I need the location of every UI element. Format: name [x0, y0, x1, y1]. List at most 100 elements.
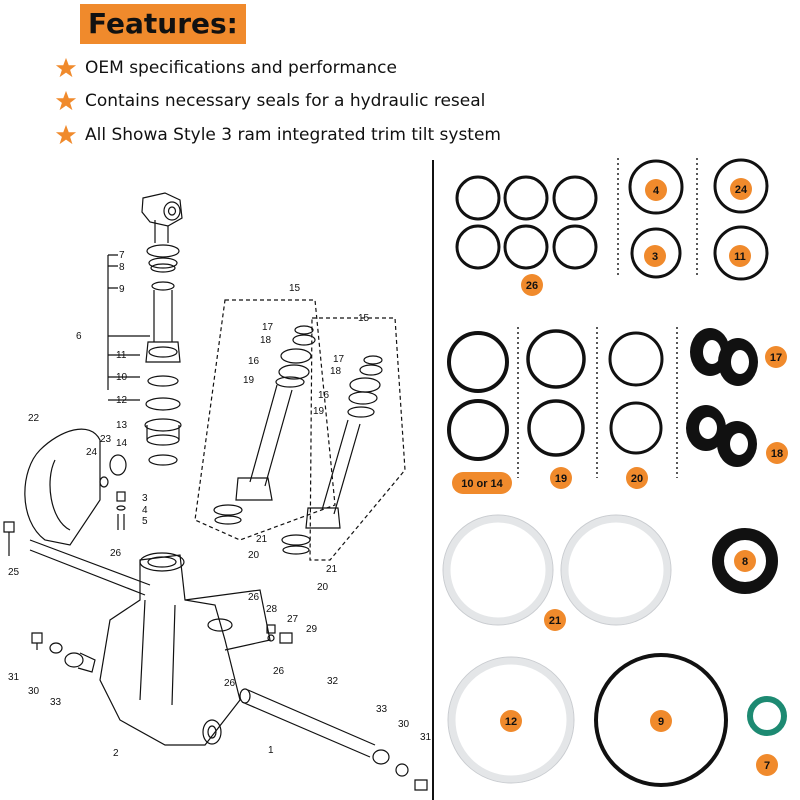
- label-27: 27: [287, 614, 299, 625]
- label-16-a: 16: [248, 356, 260, 367]
- svg-text:9: 9: [658, 716, 664, 728]
- features-title: Features:: [80, 4, 246, 44]
- label-26-c: 26: [273, 666, 285, 677]
- label-1: 1: [268, 745, 274, 756]
- svg-text:24: 24: [735, 184, 748, 196]
- label-10: 10: [116, 372, 128, 383]
- svg-text:19: 19: [555, 473, 567, 485]
- label-29: 29: [306, 624, 318, 635]
- label-17-a: 17: [262, 322, 274, 333]
- label-20-b: 20: [317, 582, 329, 593]
- seal-7: [747, 696, 787, 736]
- label-14: 14: [116, 438, 128, 449]
- o-ring-26: [552, 175, 598, 221]
- o-ring-9: [594, 653, 728, 787]
- o-ring-26: [455, 224, 501, 270]
- backup-ring-12: [448, 657, 574, 783]
- label-25: 25: [8, 567, 20, 578]
- label-6: 6: [76, 331, 82, 342]
- svg-text:7: 7: [764, 760, 770, 772]
- badge-18: 18: [766, 442, 788, 464]
- label-15-a: 15: [289, 283, 301, 294]
- o-ring-24: [713, 158, 769, 214]
- badge-19: 19: [550, 467, 572, 489]
- star-icon: [55, 57, 77, 78]
- star-icon: [55, 90, 77, 111]
- feature-item: All Showa Style 3 ram integrated trim ti…: [55, 122, 501, 148]
- badge-26: 26: [521, 274, 543, 296]
- backup-ring-21: [561, 515, 671, 625]
- label-2: 2: [113, 748, 119, 759]
- label-15-b: 15: [358, 313, 370, 324]
- svg-text:4: 4: [653, 185, 660, 197]
- badge-7: 7: [756, 754, 778, 776]
- label-12: 12: [116, 395, 128, 406]
- svg-text:26: 26: [526, 280, 538, 292]
- svg-text:20: 20: [631, 473, 643, 485]
- label-19-b: 19: [313, 406, 325, 417]
- oil-seal-18: [686, 405, 757, 467]
- oil-seal-17: [690, 328, 758, 386]
- label-20-a: 20: [248, 550, 260, 561]
- label-26-d: 26: [224, 678, 236, 689]
- label-30-b: 30: [398, 719, 410, 730]
- badge-8: 8: [734, 550, 756, 572]
- label-3: 3: [142, 493, 148, 504]
- label-23: 23: [100, 434, 112, 445]
- svg-text:12: 12: [505, 716, 517, 728]
- o-ring-19: [526, 329, 586, 389]
- badge-9: 9: [650, 710, 672, 732]
- badge-17: 17: [765, 346, 787, 368]
- label-9: 9: [119, 284, 125, 295]
- o-ring-11: [713, 225, 769, 281]
- label-26-a: 26: [110, 548, 122, 559]
- badge-10-or-14: 10 or 14: [452, 472, 512, 494]
- star-icon: [55, 124, 77, 145]
- badge-20: 20: [626, 467, 648, 489]
- badge-3: 3: [644, 245, 666, 267]
- o-ring-10: [447, 331, 509, 393]
- backup-ring-21: [443, 515, 553, 625]
- svg-text:21: 21: [549, 615, 561, 627]
- label-28: 28: [266, 604, 278, 615]
- label-17-b: 17: [333, 354, 345, 365]
- label-32: 32: [327, 676, 339, 687]
- label-21-a: 21: [256, 534, 268, 545]
- label-18-a: 18: [260, 335, 272, 346]
- badge-4: 4: [645, 179, 667, 201]
- label-13: 13: [116, 420, 128, 431]
- svg-text:10 or 14: 10 or 14: [461, 478, 503, 490]
- feature-item: Contains necessary seals for a hydraulic…: [55, 88, 485, 114]
- label-33-b: 33: [376, 704, 388, 715]
- svg-text:17: 17: [770, 352, 782, 364]
- feature-item: OEM specifications and performance: [55, 55, 397, 81]
- o-ring-26: [552, 224, 598, 270]
- o-ring-4: [628, 159, 684, 215]
- badge-12: 12: [500, 710, 522, 732]
- badge-11: 11: [729, 245, 751, 267]
- label-5: 5: [142, 516, 148, 527]
- o-ring-26: [503, 224, 549, 270]
- panel-divider: [432, 160, 434, 800]
- label-33-a: 33: [50, 697, 62, 708]
- svg-text:8: 8: [742, 556, 748, 568]
- feature-text: All Showa Style 3 ram integrated trim ti…: [85, 125, 501, 145]
- label-22: 22: [28, 413, 40, 424]
- o-ring-26: [455, 175, 501, 221]
- feature-text: OEM specifications and performance: [85, 58, 397, 78]
- label-24: 24: [86, 447, 98, 458]
- svg-text:3: 3: [652, 251, 658, 263]
- label-30-a: 30: [28, 686, 40, 697]
- svg-text:11: 11: [734, 251, 746, 263]
- o-ring-20: [608, 331, 664, 387]
- o-ring-20: [609, 401, 663, 455]
- badge-24: 24: [730, 178, 752, 200]
- label-31-b: 31: [420, 732, 432, 743]
- o-ring-3: [630, 227, 682, 279]
- label-11: 11: [116, 350, 127, 361]
- label-18-b: 18: [330, 366, 342, 377]
- o-ring-26: [503, 175, 549, 221]
- o-ring-14: [447, 399, 509, 461]
- label-21-b: 21: [326, 564, 338, 575]
- o-ring-19: [527, 399, 585, 457]
